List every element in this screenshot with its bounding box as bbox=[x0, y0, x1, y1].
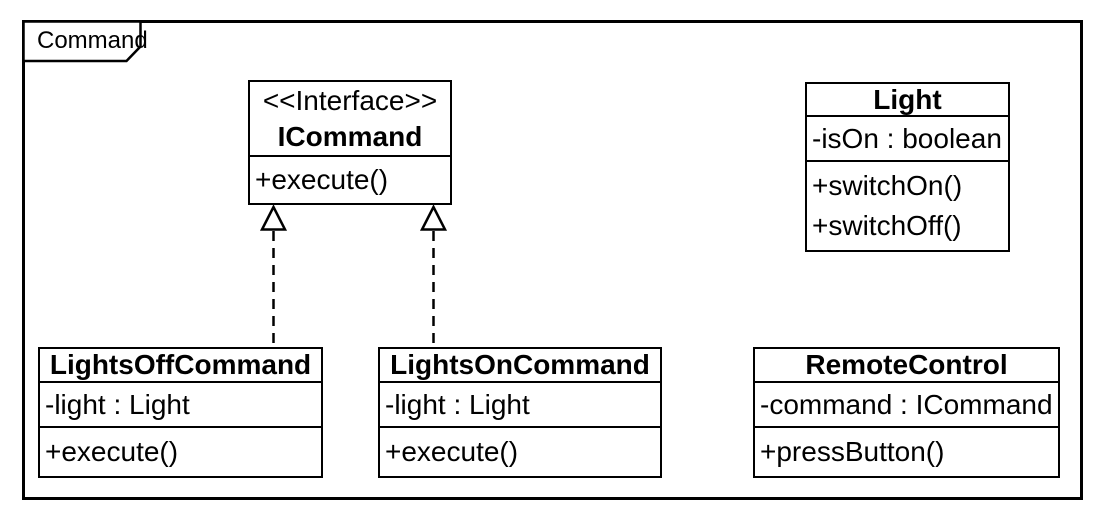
operation: +execute() bbox=[45, 436, 179, 467]
icommand-header: <<Interface>> ICommand bbox=[250, 82, 450, 155]
light-attributes-compartment: -isOn : boolean bbox=[807, 115, 1008, 160]
attribute: -light : Light bbox=[45, 388, 190, 420]
frame-tab-label: Command bbox=[37, 27, 148, 54]
remotecontrol-operations-compartment: +pressButton() bbox=[755, 426, 1058, 476]
lightsoffcommand-operations-compartment: +execute() bbox=[40, 426, 321, 476]
light-header: Light bbox=[807, 84, 1008, 115]
realization-arrow-lightsoffcommand-icommand[interactable] bbox=[259, 204, 288, 346]
icommand-operations-compartment: +execute() bbox=[250, 155, 450, 203]
attribute: -isOn : boolean bbox=[812, 122, 1002, 154]
class-box-light[interactable]: Light -isOn : boolean +switchOn() +switc… bbox=[805, 82, 1010, 252]
light-operations-compartment: +switchOn() +switchOff() bbox=[807, 160, 1008, 250]
attribute: -light : Light bbox=[385, 388, 530, 420]
class-box-lightsoffcommand[interactable]: LightsOffCommand -light : Light +execute… bbox=[38, 347, 323, 478]
icommand-class-name: ICommand bbox=[277, 120, 423, 152]
operation: +pressButton() bbox=[760, 436, 945, 467]
lightsoncommand-header: LightsOnCommand bbox=[380, 349, 660, 381]
lightsoncommand-operations-compartment: +execute() bbox=[380, 426, 660, 476]
remotecontrol-class-name: RemoteControl bbox=[805, 349, 1008, 380]
light-class-name: Light bbox=[873, 83, 942, 115]
operation: +switchOff() bbox=[812, 210, 962, 241]
class-box-lightsoncommand[interactable]: LightsOnCommand -light : Light +execute(… bbox=[378, 347, 662, 478]
operation: +execute() bbox=[255, 164, 389, 195]
hollow-triangle-arrowhead bbox=[419, 204, 448, 231]
operation: +execute() bbox=[385, 436, 519, 467]
lightsoffcommand-header: LightsOffCommand bbox=[40, 349, 321, 381]
realization-arrow-lightsoncommand-icommand[interactable] bbox=[419, 204, 448, 346]
hollow-triangle-arrowhead bbox=[259, 204, 288, 231]
lightsoncommand-attributes-compartment: -light : Light bbox=[380, 381, 660, 426]
class-box-icommand[interactable]: <<Interface>> ICommand +execute() bbox=[248, 80, 452, 205]
remotecontrol-attributes-compartment: -command : ICommand bbox=[755, 381, 1058, 426]
attribute: -command : ICommand bbox=[760, 388, 1053, 420]
class-box-remotecontrol[interactable]: RemoteControl -command : ICommand +press… bbox=[753, 347, 1060, 478]
icommand-stereotype: <<Interface>> bbox=[262, 84, 438, 116]
remotecontrol-header: RemoteControl bbox=[755, 349, 1058, 381]
lightsoncommand-class-name: LightsOnCommand bbox=[390, 349, 650, 380]
lightsoffcommand-class-name: LightsOffCommand bbox=[49, 349, 312, 380]
lightsoffcommand-attributes-compartment: -light : Light bbox=[40, 381, 321, 426]
operation: +switchOn() bbox=[812, 170, 963, 201]
